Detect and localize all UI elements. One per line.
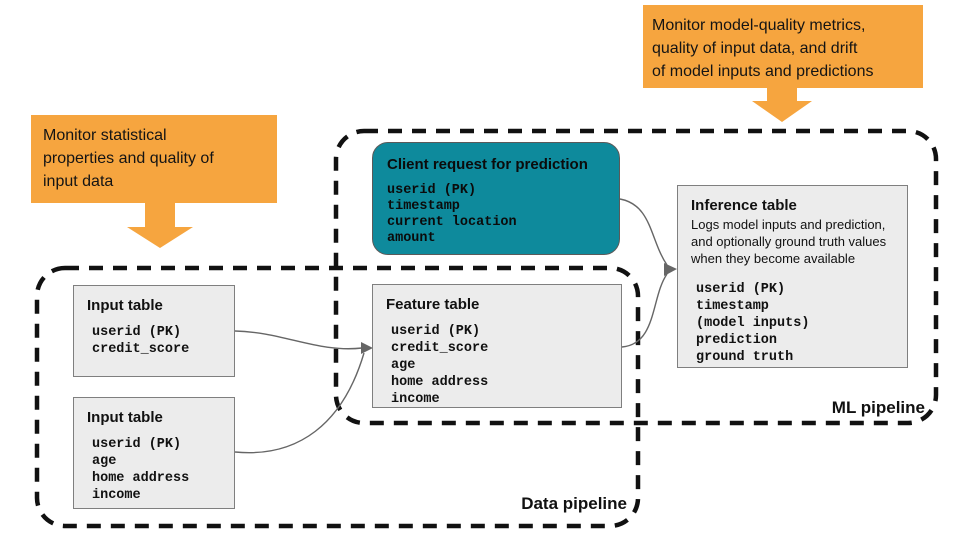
table-field: income xyxy=(391,392,440,407)
arrowhead-feature xyxy=(361,342,373,354)
data-pipeline-label: Data pipeline xyxy=(521,494,627,513)
arrowhead-inference xyxy=(664,263,677,276)
table-field: age xyxy=(391,358,416,373)
table-field: prediction xyxy=(696,333,778,348)
callout-monitor-model-quality: Monitor model-quality metrics, quality o… xyxy=(643,5,923,88)
table-field: ground truth xyxy=(696,350,794,365)
table-field: userid (PK) xyxy=(391,324,481,339)
feature-table-title: Feature table xyxy=(386,296,480,313)
table-field: income xyxy=(92,488,141,503)
client-request-box: Client request for prediction userid (PK… xyxy=(372,142,620,255)
input-table-1-fields: userid (PK) credit_score xyxy=(87,324,230,358)
table-field: timestamp xyxy=(696,299,769,314)
table-field: home address xyxy=(92,471,190,486)
table-field: age xyxy=(92,454,117,469)
connector-client-to-inference xyxy=(619,198,668,266)
inference-table: Inference table Logs model inputs and pr… xyxy=(677,185,908,368)
table-field: userid (PK) xyxy=(387,183,477,198)
down-arrow-icon xyxy=(127,202,193,248)
connector-input1-to-feature xyxy=(234,330,363,350)
table-field: credit_score xyxy=(391,341,489,356)
inference-table-title: Inference table xyxy=(691,197,797,214)
ml-pipeline-label: ML pipeline xyxy=(831,398,925,417)
client-request-title: Client request for prediction xyxy=(387,156,588,173)
table-field: userid (PK) xyxy=(696,282,786,297)
ml-pipeline-boundary xyxy=(333,128,939,426)
inference-table-description: Logs model inputs and prediction, and op… xyxy=(691,217,887,266)
table-field: userid (PK) xyxy=(92,437,182,452)
table-field: userid (PK) xyxy=(92,325,182,340)
data-pipeline-boundary xyxy=(34,265,641,529)
table-field: (model inputs) xyxy=(696,316,810,331)
input-table-1-title: Input table xyxy=(87,297,163,314)
table-field: current location xyxy=(387,215,517,230)
connector-input2-to-feature xyxy=(234,352,365,454)
inference-table-fields: userid (PK) timestamp (model inputs) predic… xyxy=(691,281,903,366)
input-table-2-title: Input table xyxy=(87,409,163,426)
input-table-2: Input table userid (PK) age home address in… xyxy=(73,397,235,509)
input-table-1: Input table userid (PK) credit_score xyxy=(73,285,235,377)
table-field: credit_score xyxy=(92,342,190,357)
table-field: amount xyxy=(387,231,436,246)
table-field: home address xyxy=(391,375,489,390)
down-arrow-icon xyxy=(752,87,812,122)
table-field: timestamp xyxy=(387,199,460,214)
input-table-2-fields: userid (PK) age home address income xyxy=(87,436,230,504)
connector-feature-to-inference xyxy=(621,273,668,348)
callout-monitor-input-data: Monitor statistical properties and quali… xyxy=(31,115,277,203)
